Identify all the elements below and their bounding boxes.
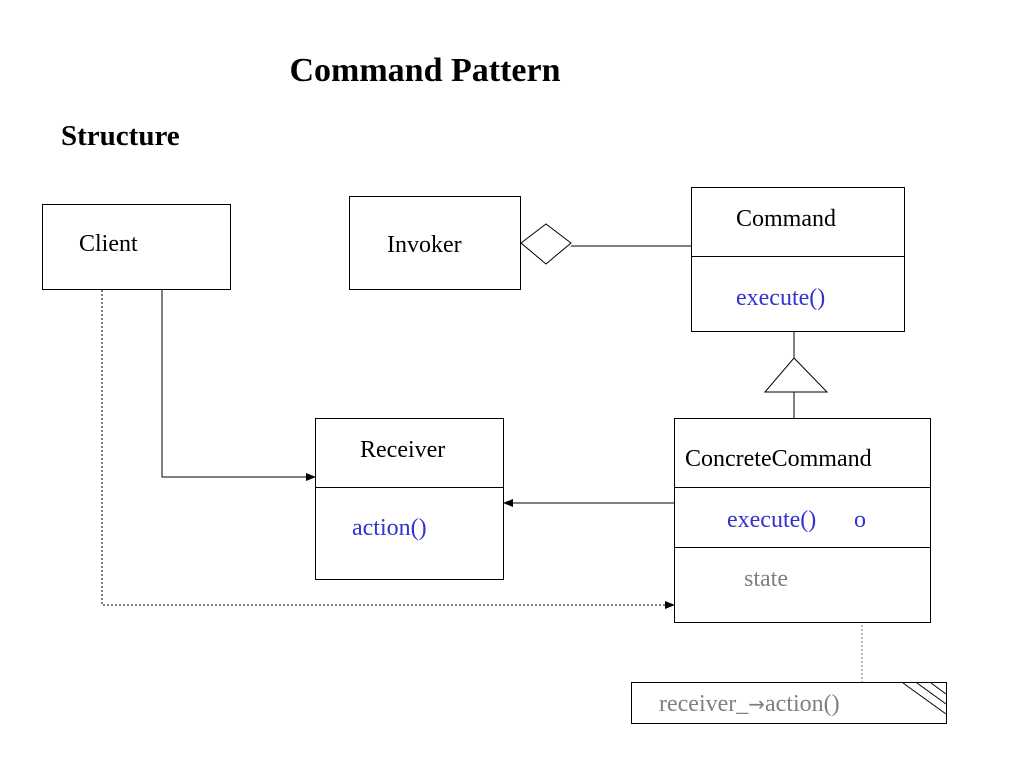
concrete-command-attribute: state [744, 566, 788, 592]
client-name: Client [79, 231, 138, 257]
note-corner-fold [902, 682, 947, 715]
section-subtitle: Structure [61, 120, 180, 152]
note-suffix: action() [765, 691, 840, 717]
note-arrow-glyph: → [748, 692, 766, 716]
implementation-note: receiver_→action() [631, 682, 947, 724]
aggregation-diamond [520, 223, 572, 265]
receiver-name: Receiver [360, 437, 446, 463]
client-class: Client [42, 204, 231, 290]
command-class: Command execute() [691, 187, 905, 332]
client-concrete-dotted-link [101, 290, 675, 609]
concrete-command-operation-marker: o [854, 507, 866, 533]
concrete-command-divider-2 [675, 547, 930, 548]
invoker-name: Invoker [387, 232, 462, 258]
page-title: Command Pattern [289, 52, 561, 89]
command-operation: execute() [736, 285, 826, 311]
concrete-command-class: ConcreteCommand execute() o state [674, 418, 931, 623]
invoker-class: Invoker [349, 196, 521, 290]
receiver-operation: action() [352, 515, 427, 541]
client-receiver-link [161, 290, 316, 481]
receiver-divider [316, 487, 503, 488]
concrete-command-divider-1 [675, 487, 930, 488]
note-text: receiver_→action() [659, 691, 840, 718]
command-name: Command [736, 206, 836, 232]
command-divider [692, 256, 904, 257]
inheritance-triangle [763, 357, 829, 393]
concrete-command-name: ConcreteCommand [685, 446, 872, 472]
concrete-command-operation: execute() [727, 507, 817, 533]
note-prefix: receiver_ [659, 691, 749, 717]
receiver-class: Receiver action() [315, 418, 504, 580]
